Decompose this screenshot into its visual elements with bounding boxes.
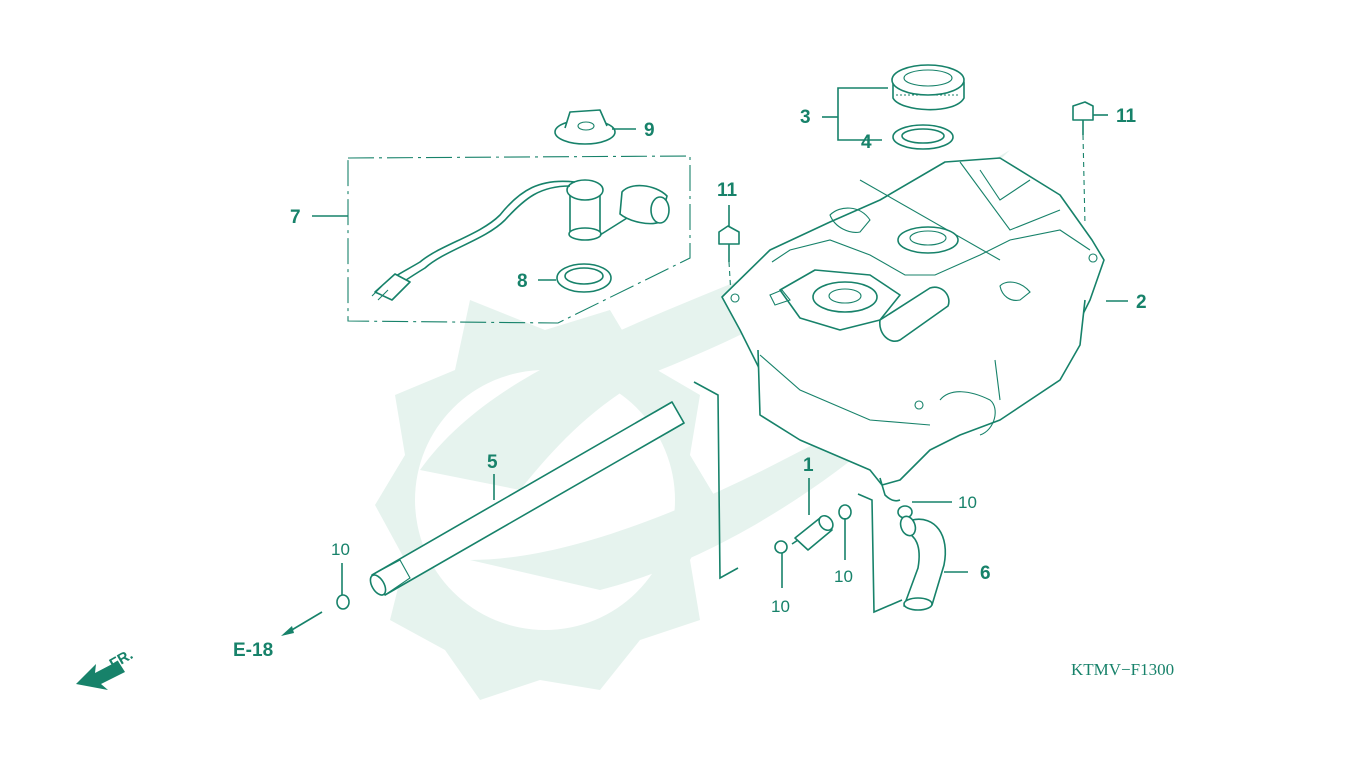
clip-part-filter-right [838,504,852,560]
fuel-cap-part [891,64,965,111]
label-11-left: 11 [717,180,738,201]
label-4: 4 [861,132,872,153]
short-hose-part [857,493,968,614]
label-3: 3 [800,107,811,128]
label-5: 5 [487,452,498,473]
e18-arrow [281,611,323,636]
cap-bracket [822,87,888,141]
fuel-filter-part [791,478,834,551]
e18-reference: E-18 [233,640,273,661]
label-10-filter-left: 10 [771,597,790,616]
packing-part [538,263,612,293]
label-7: 7 [290,207,301,228]
fuel-tank-part [721,157,1128,502]
diagram-code: KTMV−F1300 [1071,660,1174,679]
lock-ring-part [554,109,636,145]
label-10-left: 10 [331,540,350,559]
front-arrow-icon [76,661,125,690]
label-9: 9 [644,120,655,141]
label-8: 8 [517,271,528,292]
fuel-unit-part [371,179,670,301]
clip-part-left [336,563,350,610]
bolt-part-left [718,205,740,296]
label-6: 6 [980,563,991,584]
label-2: 2 [1136,292,1147,313]
bolt-part-right [1072,101,1108,226]
group-bracket [312,155,691,324]
label-1: 1 [803,455,814,476]
label-10-filter-right: 10 [834,567,853,586]
label-10-hose: 10 [958,493,977,512]
label-11-right: 11 [1116,106,1137,127]
cap-seal-part [892,124,954,150]
clip-part-filter-left [774,540,788,588]
long-hose-part [369,381,739,596]
